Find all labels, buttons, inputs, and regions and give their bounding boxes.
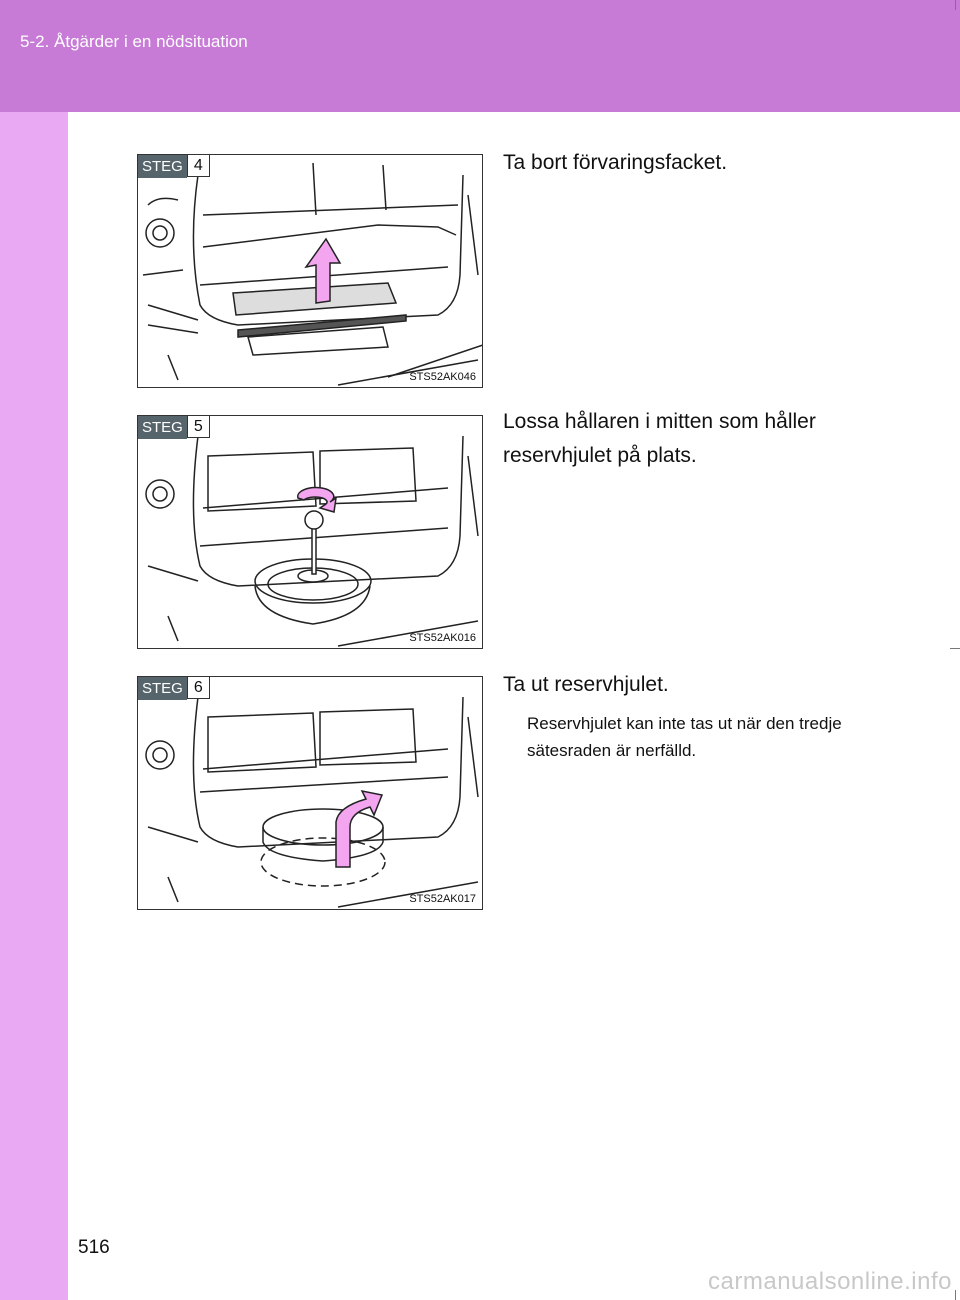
step-5-instruction: Lossa hållaren i mitten som håller reser… [503,410,816,467]
figure-code: STS52AK016 [409,632,476,644]
step-badge: STEG 6 [138,677,210,700]
step-4-instruction: Ta bort förvaringsfacket. [503,151,728,174]
step-6-instruction: Ta ut reservhjulet. [503,673,669,696]
step-badge-label: STEG [138,416,187,439]
step-badge: STEG 5 [138,416,210,439]
step-6-note: Reservhjulet kan inte tas ut när den tre… [527,714,842,760]
trunk-storage-tray-drawing [142,162,482,386]
step-badge-number: 6 [186,677,210,699]
step-badge-label: STEG [138,677,187,700]
crop-mark [950,648,960,649]
step-5-illustration: STEG 5 STS52AK016 [137,415,483,649]
step-4-illustration: STEG 4 STS52AK046 [137,154,483,388]
crop-mark [955,1290,956,1300]
step-badge: STEG 4 [138,155,210,178]
page-number: 516 [78,1237,110,1258]
crop-mark [955,0,956,10]
section-title: 5-2. Åtgärder i en nödsituation [20,32,248,51]
page-header: 5-2. Åtgärder i en nödsituation [0,0,960,112]
remove-spare-wheel-drawing [145,696,479,908]
figure-code: STS52AK017 [409,893,476,905]
footer-watermark: carmanualsonline.info [708,1268,952,1295]
step-6-illustration: STEG 6 STS52AK017 [137,676,483,910]
side-tab-strip [0,112,68,1300]
step-badge-number: 4 [186,155,210,177]
step-badge-label: STEG [138,155,187,178]
spare-wheel-holder-drawing [145,435,479,647]
figure-code: STS52AK046 [409,371,476,383]
step-badge-number: 5 [186,416,210,438]
